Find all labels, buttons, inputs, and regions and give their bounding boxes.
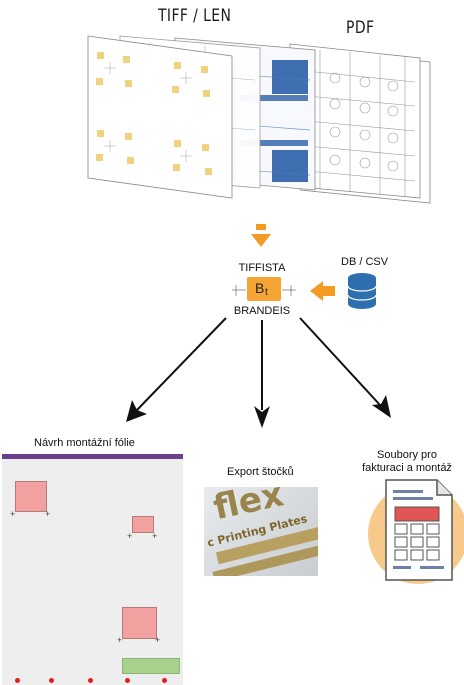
foil-tick: +	[10, 509, 16, 519]
foil-tick: +	[117, 635, 123, 645]
foil-green-mark	[122, 658, 180, 674]
tiffista-label: TIFFISTA	[238, 262, 286, 274]
foil-mark	[15, 481, 47, 512]
left-arrow-icon	[310, 281, 335, 301]
invoice-label-line1: Soubory pro	[377, 449, 437, 461]
foil-dot	[125, 678, 130, 683]
input-sheets-illustration	[87, 35, 431, 230]
foil-sheet: + + + + + +	[2, 454, 183, 685]
tiff-len-label: TIFF / LEN	[158, 6, 232, 26]
foil-label: Návrh montážní fólie	[34, 437, 135, 449]
brandeis-logo: B t	[247, 277, 281, 301]
db-csv-label: DB / CSV	[341, 256, 389, 268]
invoice-label-line2: fakturaci a montáž	[362, 462, 452, 474]
brandeis-label: BRANDEIS	[233, 305, 291, 317]
export-photo: flex c Printing Plates	[204, 487, 318, 576]
printing-plate-image	[212, 525, 318, 576]
export-label: Export štočků	[227, 466, 294, 478]
pdf-label: PDF	[346, 18, 375, 38]
foil-mark	[132, 516, 154, 533]
foil-dot	[49, 678, 54, 683]
foil-dot	[88, 678, 93, 683]
foil-mark	[122, 607, 157, 639]
down-arrow-head	[251, 234, 271, 247]
pdf-sheets-icon	[289, 43, 431, 204]
foil-tick: +	[152, 531, 158, 541]
logo-letter: B	[255, 280, 265, 296]
foil-tick: +	[45, 509, 51, 519]
logo-subscript: t	[265, 287, 268, 298]
foil-sheet-bar	[2, 454, 183, 459]
foil-dot	[15, 678, 20, 683]
tiff-sheets-icon	[87, 35, 316, 199]
foil-dot	[162, 678, 167, 683]
foil-tick: +	[155, 635, 161, 645]
foil-tick: +	[127, 531, 133, 541]
down-arrow-icon	[256, 224, 266, 230]
